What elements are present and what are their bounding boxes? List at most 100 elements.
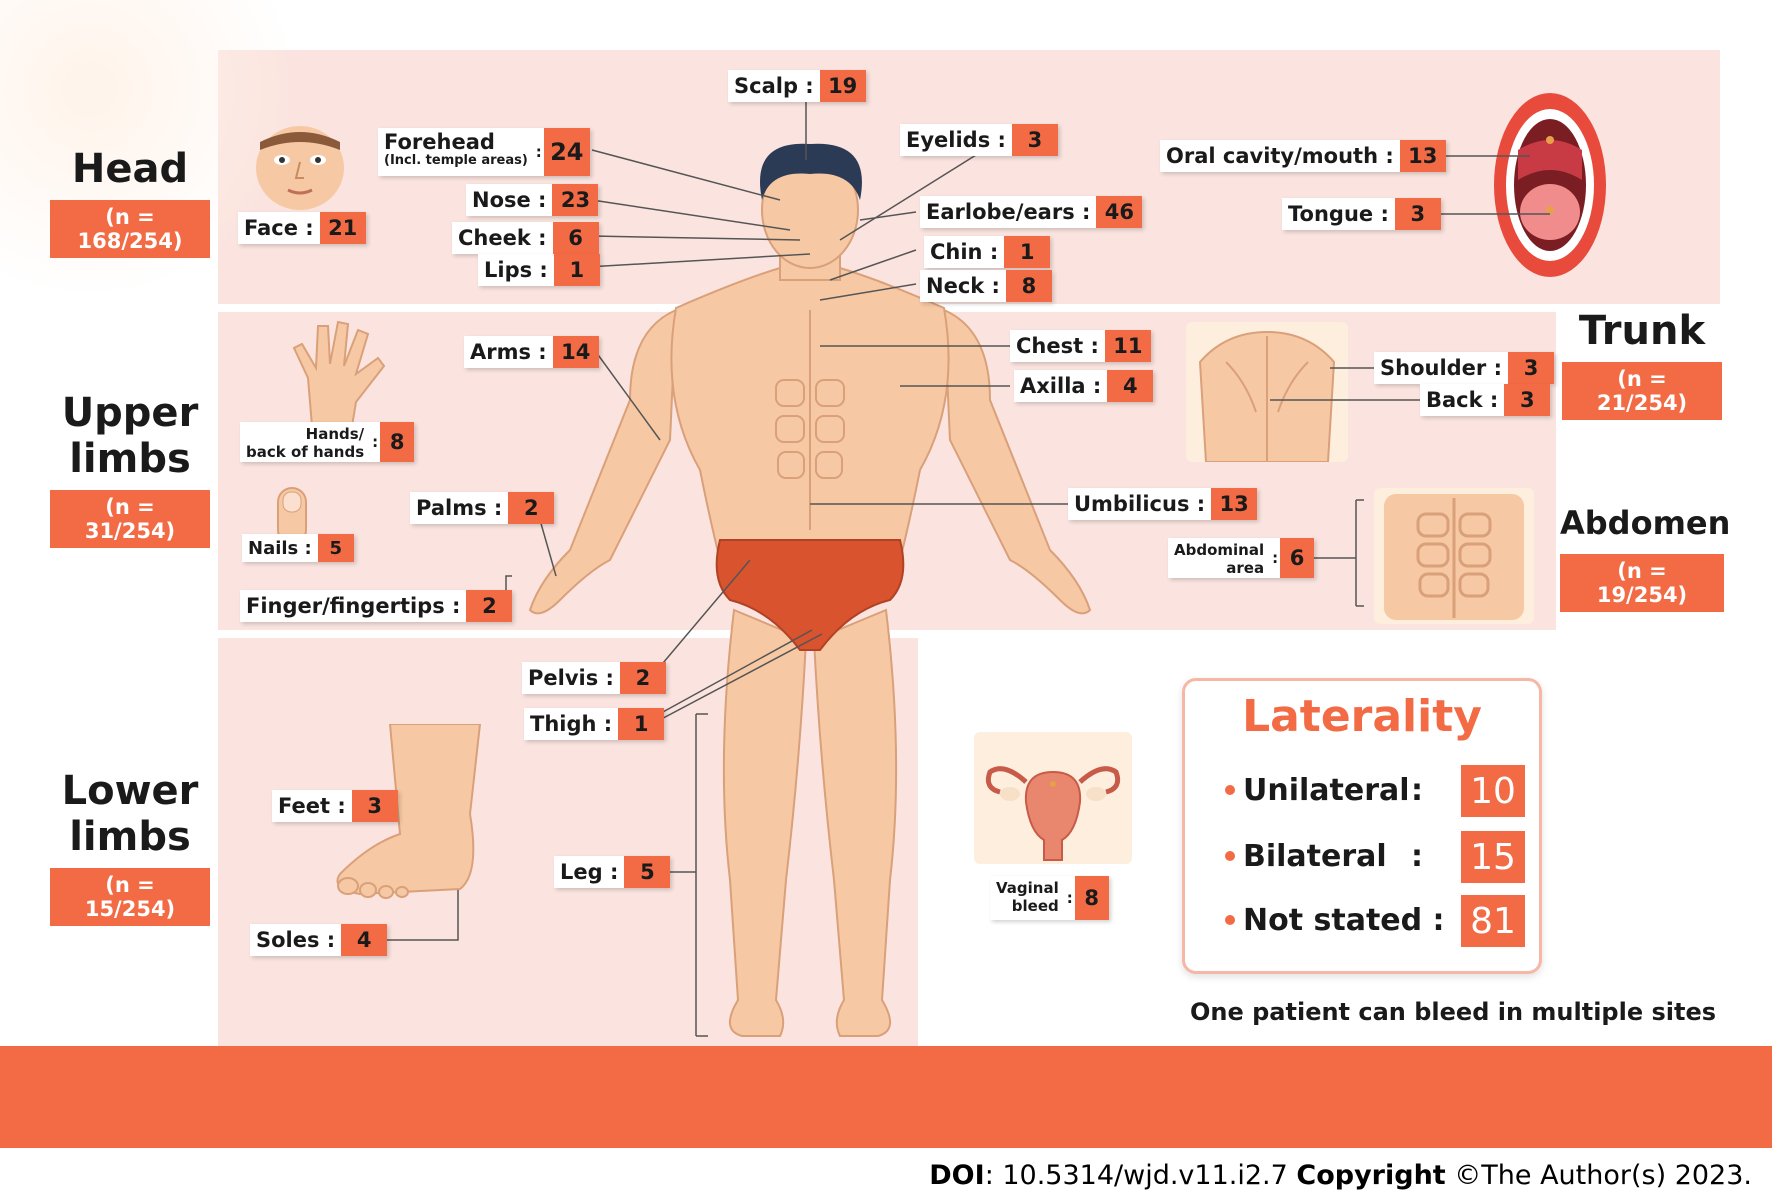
site-name: Face : bbox=[238, 212, 320, 244]
region-abdomen: Abdomen (n = 19/254) bbox=[1560, 500, 1730, 612]
mouth-illustration bbox=[1490, 90, 1610, 280]
label-axilla: Axilla : 4 bbox=[1014, 370, 1154, 402]
site-name: Earlobe/ears : bbox=[920, 196, 1097, 228]
label-neck: Neck : 8 bbox=[920, 270, 1052, 302]
site-name: Soles : bbox=[250, 924, 342, 956]
site-count: 11 bbox=[1104, 330, 1151, 362]
site-count: 3 bbox=[1504, 384, 1551, 416]
site-colon: : bbox=[1270, 538, 1281, 578]
region-name-line1: Upper bbox=[61, 390, 199, 436]
site-name-line2: area bbox=[1226, 559, 1265, 577]
label-abdominal: Abdominal area : 6 bbox=[1168, 538, 1315, 578]
doi-value: : 10.5314/wjd.v11.i2.7 bbox=[984, 1160, 1288, 1191]
site-name: Forehead (Incl. temple areas) bbox=[378, 128, 534, 176]
region-count: (n = 31/254) bbox=[50, 490, 210, 548]
region-name: Trunk bbox=[1578, 308, 1706, 354]
site-name: Feet : bbox=[272, 790, 352, 822]
laterality-label: Unilateral bbox=[1243, 773, 1410, 808]
label-leg: Leg : 5 bbox=[554, 856, 671, 888]
label-feet: Feet : 3 bbox=[272, 790, 398, 822]
laterality-row-not-stated: Not stated : 81 bbox=[1225, 895, 1525, 947]
site-name: Lips : bbox=[478, 254, 554, 286]
site-name: Nails : bbox=[242, 534, 318, 562]
label-chin: Chin : 1 bbox=[924, 236, 1051, 268]
site-name: Back : bbox=[1420, 384, 1505, 416]
site-colon: : bbox=[370, 422, 381, 462]
site-name: Umbilicus : bbox=[1068, 488, 1212, 520]
label-cheek: Cheek : 6 bbox=[452, 222, 599, 254]
region-lower-limbs: Lower limbs (n = 15/254) bbox=[50, 768, 210, 926]
site-name-main: Forehead bbox=[384, 130, 495, 154]
footnote: One patient can bleed in multiple sites bbox=[1190, 998, 1717, 1026]
site-name: Hands/ back of hands bbox=[240, 422, 371, 462]
site-name: Leg : bbox=[554, 856, 625, 888]
region-count: (n = 19/254) bbox=[1560, 554, 1724, 612]
foot-illustration bbox=[330, 723, 510, 904]
site-name-line1: Hands/ bbox=[305, 425, 365, 443]
site-count: 8 bbox=[1005, 270, 1052, 302]
site-name: Tongue : bbox=[1282, 198, 1395, 230]
site-count: 2 bbox=[619, 662, 666, 694]
site-count: 5 bbox=[624, 856, 671, 888]
site-name-line1: Abdominal bbox=[1174, 541, 1265, 559]
back-illustration bbox=[1186, 322, 1348, 463]
site-count: 1 bbox=[1004, 236, 1051, 268]
site-count: 2 bbox=[466, 590, 513, 622]
label-nails: Nails : 5 bbox=[242, 534, 354, 562]
label-shoulder: Shoulder : 3 bbox=[1374, 352, 1554, 384]
site-colon: : bbox=[1064, 876, 1075, 920]
laterality-colon: : bbox=[1411, 839, 1423, 874]
label-eyelids: Eyelids : 3 bbox=[900, 124, 1058, 156]
region-count: (n = 21/254) bbox=[1562, 362, 1722, 420]
label-chest: Chest : 11 bbox=[1010, 330, 1151, 362]
bullet-dot bbox=[1225, 915, 1235, 925]
site-count: 19 bbox=[819, 70, 866, 102]
site-count: 8 bbox=[1074, 876, 1109, 920]
region-head: Head (n = 168/254) bbox=[50, 146, 210, 258]
region-name-line1: Lower bbox=[61, 768, 199, 814]
site-name: Palms : bbox=[410, 492, 509, 524]
body-figure bbox=[528, 143, 1092, 1037]
label-nose: Nose : 23 bbox=[466, 184, 599, 216]
site-name: Chin : bbox=[924, 236, 1005, 268]
label-soles: Soles : 4 bbox=[250, 924, 388, 956]
region-count: (n = 15/254) bbox=[50, 868, 210, 926]
label-arms: Arms : 14 bbox=[464, 336, 599, 368]
footer-bar bbox=[0, 1046, 1772, 1148]
label-fingers: Finger/fingertips : 2 bbox=[240, 590, 513, 622]
site-count: 24 bbox=[543, 128, 590, 176]
site-count: 6 bbox=[1280, 538, 1315, 578]
site-name: Axilla : bbox=[1014, 370, 1108, 402]
site-count: 3 bbox=[1394, 198, 1441, 230]
face-illustration bbox=[250, 122, 350, 210]
site-count: 1 bbox=[553, 254, 600, 286]
site-count: 21 bbox=[319, 212, 366, 244]
region-name-line2: limbs bbox=[69, 436, 191, 482]
site-name: Pelvis : bbox=[522, 662, 620, 694]
label-hands: Hands/ back of hands : 8 bbox=[240, 422, 415, 462]
laterality-title: Laterality bbox=[1242, 691, 1482, 742]
site-name: Thigh : bbox=[524, 708, 619, 740]
site-count: 2 bbox=[508, 492, 555, 524]
uterus-illustration bbox=[974, 732, 1132, 864]
site-name: Finger/fingertips : bbox=[240, 590, 467, 622]
label-scalp: Scalp : 19 bbox=[728, 70, 866, 102]
region-upper-limbs: Upper limbs (n = 31/254) bbox=[50, 390, 210, 548]
laterality-row-bilateral: Bilateral : 15 bbox=[1225, 831, 1525, 883]
hand-illustration bbox=[282, 318, 392, 428]
abdomen-illustration bbox=[1374, 488, 1534, 624]
label-vaginal: Vaginal bleed : 8 bbox=[990, 876, 1109, 920]
site-count: 3 bbox=[351, 790, 398, 822]
site-count: 3 bbox=[1508, 352, 1554, 384]
site-count: 3 bbox=[1011, 124, 1058, 156]
site-name: Eyelids : bbox=[900, 124, 1012, 156]
laterality-label: Bilateral bbox=[1243, 839, 1387, 874]
copyright-value: ©The Author(s) 2023. bbox=[1445, 1160, 1752, 1191]
site-name: Neck : bbox=[920, 270, 1006, 302]
site-count: 8 bbox=[380, 422, 415, 462]
site-name: Shoulder : bbox=[1374, 352, 1508, 384]
region-trunk: Trunk (n = 21/254) bbox=[1562, 308, 1722, 420]
site-name: Vaginal bleed bbox=[990, 876, 1065, 920]
